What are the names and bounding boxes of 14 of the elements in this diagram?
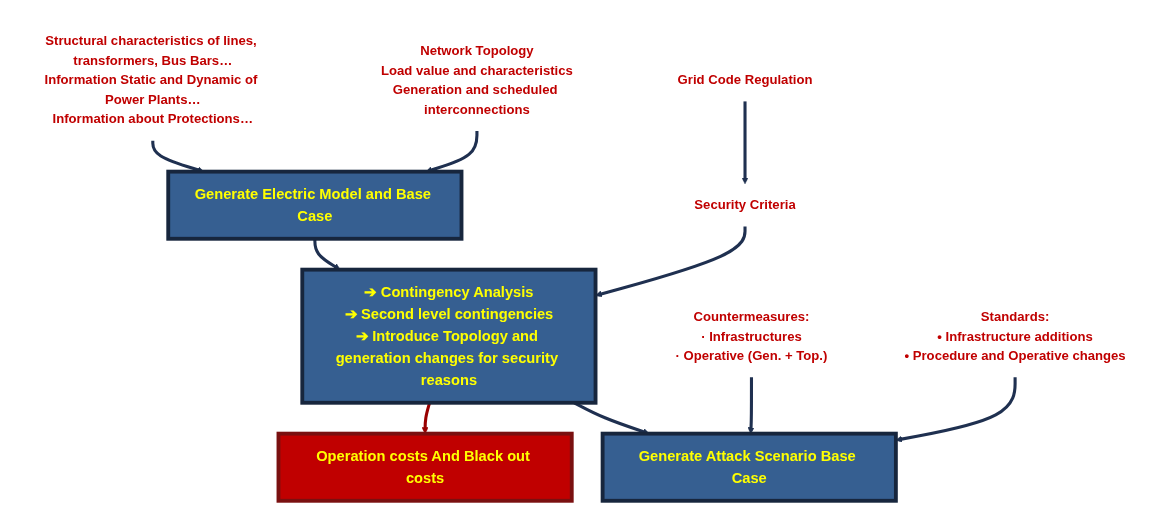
node-text: Countermeasures: · Infrastructures · Operative (Gen. + Top.) bbox=[675, 309, 828, 364]
node-box: ➔ Contingency Analysis ➔ Second level contingencies ➔ Introduce Topology and generation changes for security reasons bbox=[300, 267, 598, 405]
node-text: Structural characteristics of lines, transformers, Bus Bars… Information Static and Dynamic of Power Plants… Information about Protections… bbox=[44, 33, 258, 127]
node-box: Generate Attack Scenario Base Case bbox=[600, 431, 898, 503]
node-text: Grid Code Regulation bbox=[677, 72, 813, 88]
arrow bbox=[313, 238, 341, 270]
arrow bbox=[747, 377, 755, 434]
node-text: Security Criteria bbox=[694, 197, 796, 213]
node-box: Generate Electric Model and Base Case bbox=[166, 169, 464, 241]
node-text: Network Topology Load value and characteristics Generation and scheduled interconnections bbox=[381, 42, 573, 117]
node-box: Operation costs And Black out costs bbox=[276, 431, 574, 503]
arrow bbox=[421, 402, 432, 434]
node-text: Standards: • Infrastructure additions • Procedure and Operative changes bbox=[904, 309, 1126, 364]
arrow bbox=[741, 101, 749, 185]
